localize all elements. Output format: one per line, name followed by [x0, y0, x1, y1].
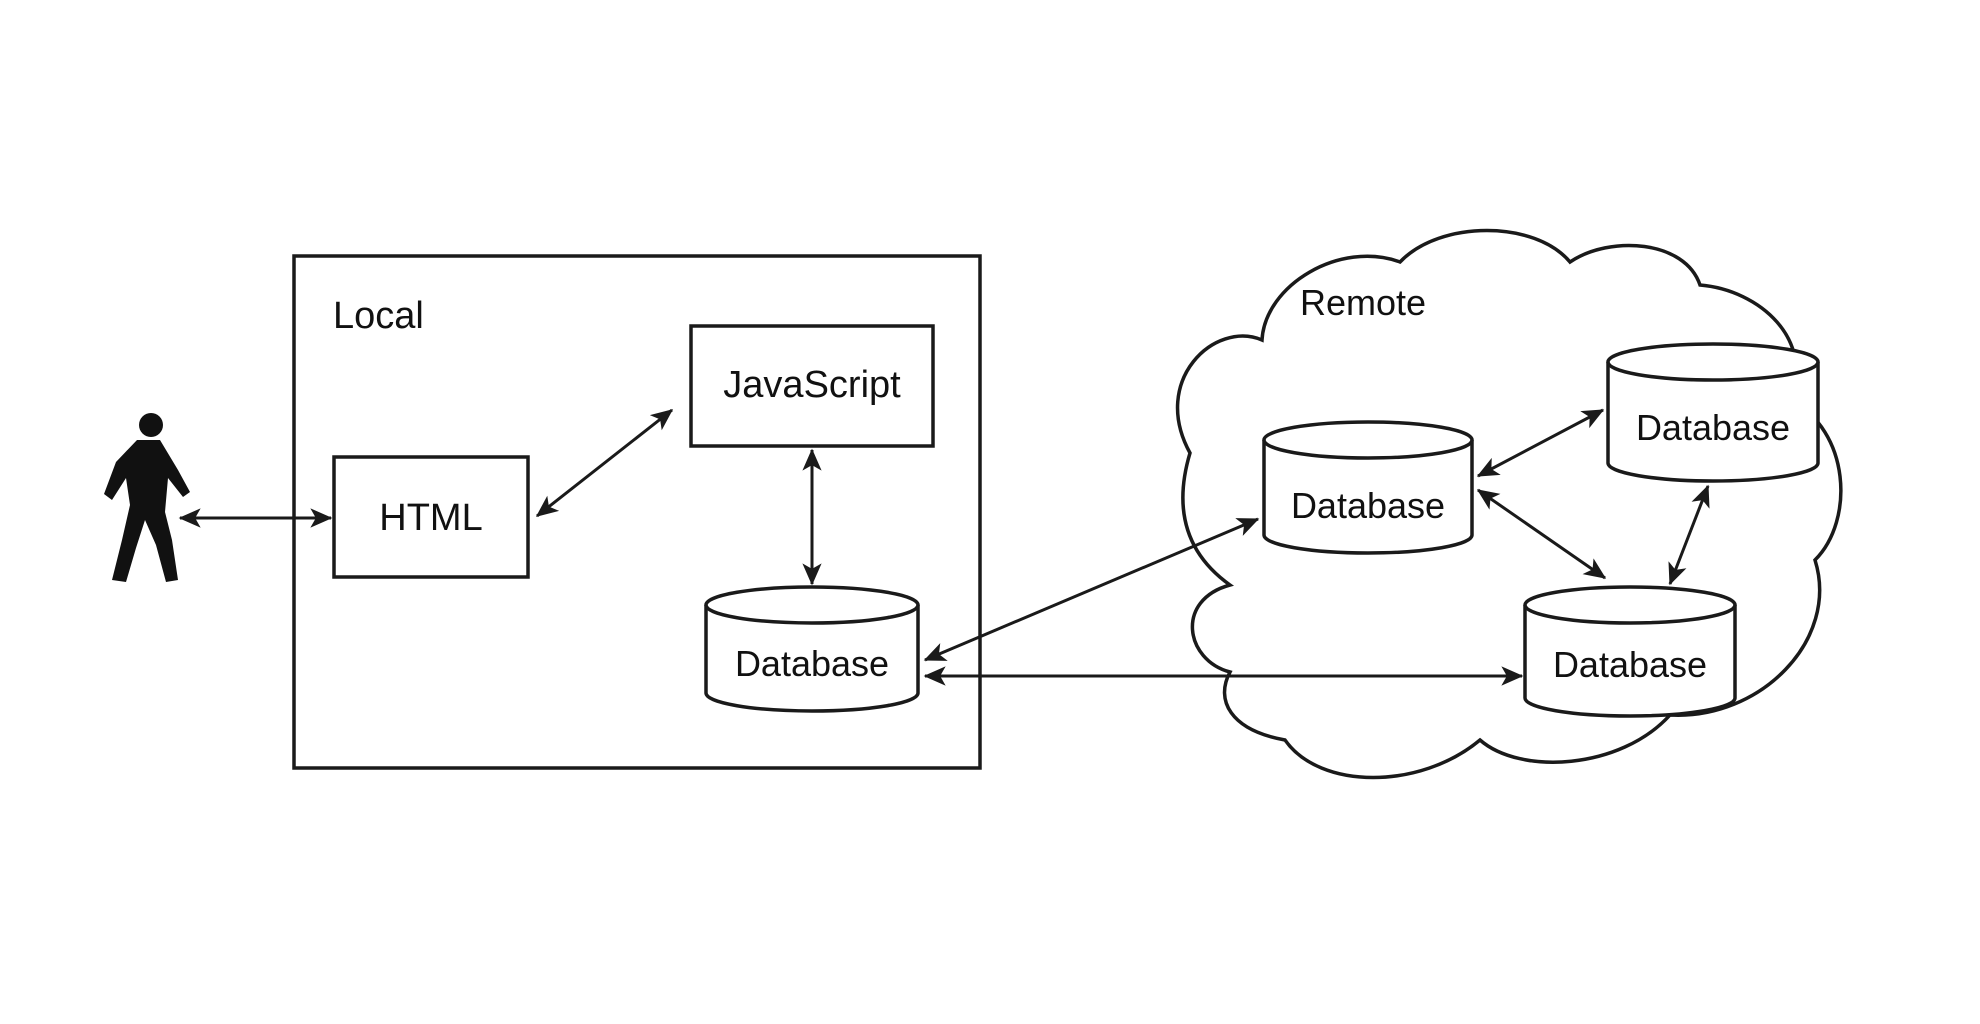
javascript-box-label: JavaScript: [723, 364, 901, 406]
remote-database-1-label: Database: [1291, 485, 1445, 526]
remote-database-1: Database: [1262, 420, 1474, 555]
connectors: [178, 408, 1710, 686]
remote-database-3: Database: [1523, 585, 1737, 718]
remote-database-2-label: Database: [1636, 407, 1790, 448]
arrow-remote1-remote2: [1476, 408, 1605, 478]
arrow-local-remote1: [923, 517, 1260, 662]
arrow-remote1-remote3: [1476, 488, 1607, 580]
arrow-html-javascript: [535, 408, 674, 518]
remote-title: Remote: [1300, 282, 1426, 323]
html-box-label: HTML: [379, 497, 482, 539]
local-title: Local: [333, 295, 424, 337]
arrow-remote2-remote3: [1668, 484, 1710, 586]
remote-database-2: Database: [1606, 342, 1820, 483]
local-database: Database: [704, 585, 920, 713]
html-box: HTML: [332, 455, 530, 579]
cloud-icon: Remote: [1175, 228, 1843, 780]
remote-database-3-label: Database: [1553, 644, 1707, 685]
javascript-box: JavaScript: [689, 324, 935, 448]
person-walking-icon: [104, 413, 190, 582]
local-database-label: Database: [735, 643, 889, 684]
